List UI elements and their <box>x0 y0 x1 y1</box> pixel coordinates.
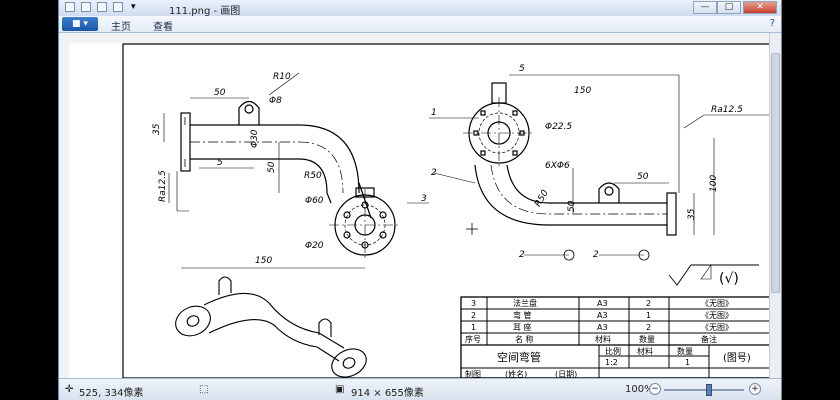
bom-row-1-mat: A3 <box>597 323 608 332</box>
bom-row-1-note: 《无图》 <box>701 323 733 332</box>
zoom-level: 100% <box>625 384 654 395</box>
isometric-view <box>175 276 367 378</box>
bom-row-2-mat: A3 <box>597 311 608 320</box>
title-part-name: 空间弯管 <box>497 350 541 364</box>
minimize-button[interactable]: — <box>693 1 717 14</box>
dim-35-left: 35 <box>152 123 162 135</box>
help-icon[interactable]: ? <box>769 18 775 29</box>
dim-6xphi6: 6XΦ6 <box>545 161 570 171</box>
bom-row-3-name: 法兰盘 <box>513 298 537 308</box>
image-size: 914 × 655像素 <box>351 388 424 399</box>
dim-phi8: Φ8 <box>269 96 282 106</box>
top-view: (√) <box>429 74 769 287</box>
bom-row-1-name: 耳 座 <box>513 322 532 332</box>
zoom-slider[interactable] <box>664 384 744 396</box>
title-drawn-label: 制图 <box>465 369 481 378</box>
redo-icon[interactable] <box>113 2 123 12</box>
svg-text:(√): (√) <box>719 271 739 287</box>
selection-icon: ⬚ <box>199 384 209 395</box>
title-qty-value: 1 <box>685 358 690 367</box>
tab-view[interactable]: 查看 <box>153 22 173 33</box>
bom-row-1-qty: 2 <box>646 323 651 332</box>
bom-row-1-no: 1 <box>471 323 476 332</box>
dim-150-top: 150 <box>574 86 591 96</box>
dim-phi60: Φ60 <box>305 196 324 206</box>
bom-text: 3 法兰盘 A3 2 《无图》 2 弯 管 A3 1 《无图》 1 耳 座 A3… <box>465 298 751 378</box>
dim-phi20: Φ20 <box>305 241 324 251</box>
cursor-position: 525, 334像素 <box>79 388 144 399</box>
bom-row-2-name: 弯 管 <box>513 310 532 320</box>
front-view <box>163 72 429 269</box>
cursor-position-icon: ✛ <box>65 384 74 395</box>
bom-table <box>460 296 769 378</box>
canvas-paper <box>69 43 769 378</box>
app-menu-button[interactable]: ■ ▾ <box>62 17 98 31</box>
zoom-out-button[interactable]: − <box>649 383 661 395</box>
dim-r50-left: R50 <box>304 171 322 181</box>
dim-r10: R10 <box>273 72 291 82</box>
customize-toolbar-icon[interactable]: ▾ <box>131 2 136 12</box>
balloon-2: 2 <box>431 168 437 178</box>
section-mark-2a: 2 <box>519 250 525 260</box>
scrollbar-thumb[interactable] <box>771 53 780 293</box>
vertical-scrollbar[interactable] <box>769 33 781 378</box>
title-date: (日期) <box>555 370 577 378</box>
dim-50-mid: 50 <box>267 161 277 173</box>
bom-row-2-no: 2 <box>471 311 476 320</box>
roughness-right: Ra12.5 <box>711 105 743 115</box>
image-canvas[interactable]: 50 R10 Φ8 35 Φ30 5 50 R50 Ra12.5 Φ60 Φ20… <box>69 43 769 378</box>
dim-50-horz: 50 <box>637 172 649 182</box>
dim-50-vert: 50 <box>567 200 577 212</box>
bom-row-3-no: 3 <box>471 299 476 308</box>
title-qty-label: 数量 <box>677 346 693 356</box>
tab-home[interactable]: 主页 <box>111 22 131 33</box>
dim-50-top: 50 <box>214 88 226 98</box>
bom-row-3-mat: A3 <box>597 299 608 308</box>
maximize-button[interactable]: □ <box>717 1 741 14</box>
bom-header-qty: 数量 <box>639 334 655 344</box>
drawing-frame <box>122 43 769 378</box>
paint-window: ▾ 111.png - 画图 — □ ✕ ■ ▾ 主页 查看 ? <box>58 0 782 400</box>
balloon-1: 1 <box>431 108 437 118</box>
dim-150-bottom: 150 <box>255 256 272 266</box>
ribbon: ■ ▾ 主页 查看 ? <box>59 16 781 33</box>
bom-header-name: 名 称 <box>515 334 534 344</box>
close-button[interactable]: ✕ <box>743 1 777 14</box>
dim-5-top: 5 <box>519 64 525 74</box>
bom-header-note: 备注 <box>701 334 717 344</box>
save-icon[interactable] <box>81 2 91 12</box>
dim-100: 100 <box>709 175 719 192</box>
bom-header-mat: 材料 <box>595 334 611 344</box>
title-mat-label: 材料 <box>637 346 653 356</box>
front-view-dims: 50 R10 Φ8 35 Φ30 5 50 R50 Ra12.5 Φ60 Φ20… <box>152 72 427 266</box>
crosshair-cursor-icon <box>466 223 478 235</box>
zoom-in-button[interactable]: + <box>749 383 761 395</box>
dim-phi30: Φ30 <box>250 129 260 148</box>
image-size-icon: ▣ <box>335 384 345 395</box>
title-signature: (姓名) <box>505 369 527 378</box>
top-view-dims: 5 150 Φ22.5 6XΦ6 R50 50 50 100 35 Ra12.5… <box>431 64 743 260</box>
balloon-3-left: 3 <box>421 194 427 204</box>
bom-row-3-qty: 2 <box>646 299 651 308</box>
title-scale-value: 1:2 <box>605 358 618 367</box>
title-drawing-no: (图号) <box>723 352 751 364</box>
title-bar[interactable]: ▾ 111.png - 画图 — □ ✕ <box>59 0 781 17</box>
zoom-slider-thumb[interactable] <box>706 384 712 396</box>
dim-phi22-5: Φ22.5 <box>545 122 572 132</box>
bom-header-no: 序号 <box>465 334 481 344</box>
bom-row-2-qty: 1 <box>646 311 651 320</box>
paint-app-icon[interactable] <box>65 2 75 12</box>
dim-5-left: 5 <box>217 158 223 168</box>
undo-icon[interactable] <box>97 2 107 12</box>
window-title: 111.png - 画图 <box>169 6 241 17</box>
title-scale-label: 比例 <box>605 346 621 356</box>
status-bar: ✛ 525, 334像素 ⬚ ▣ 914 × 655像素 100% − + <box>59 378 781 400</box>
roughness-left: Ra12.5 <box>158 170 168 202</box>
canvas-area[interactable]: 50 R10 Φ8 35 Φ30 5 50 R50 Ra12.5 Φ60 Φ20… <box>59 33 781 378</box>
dim-35-right: 35 <box>687 208 697 220</box>
section-mark-2b: 2 <box>593 250 599 260</box>
bom-row-3-note: 《无图》 <box>701 299 733 308</box>
bom-row-2-note: 《无图》 <box>701 311 733 320</box>
